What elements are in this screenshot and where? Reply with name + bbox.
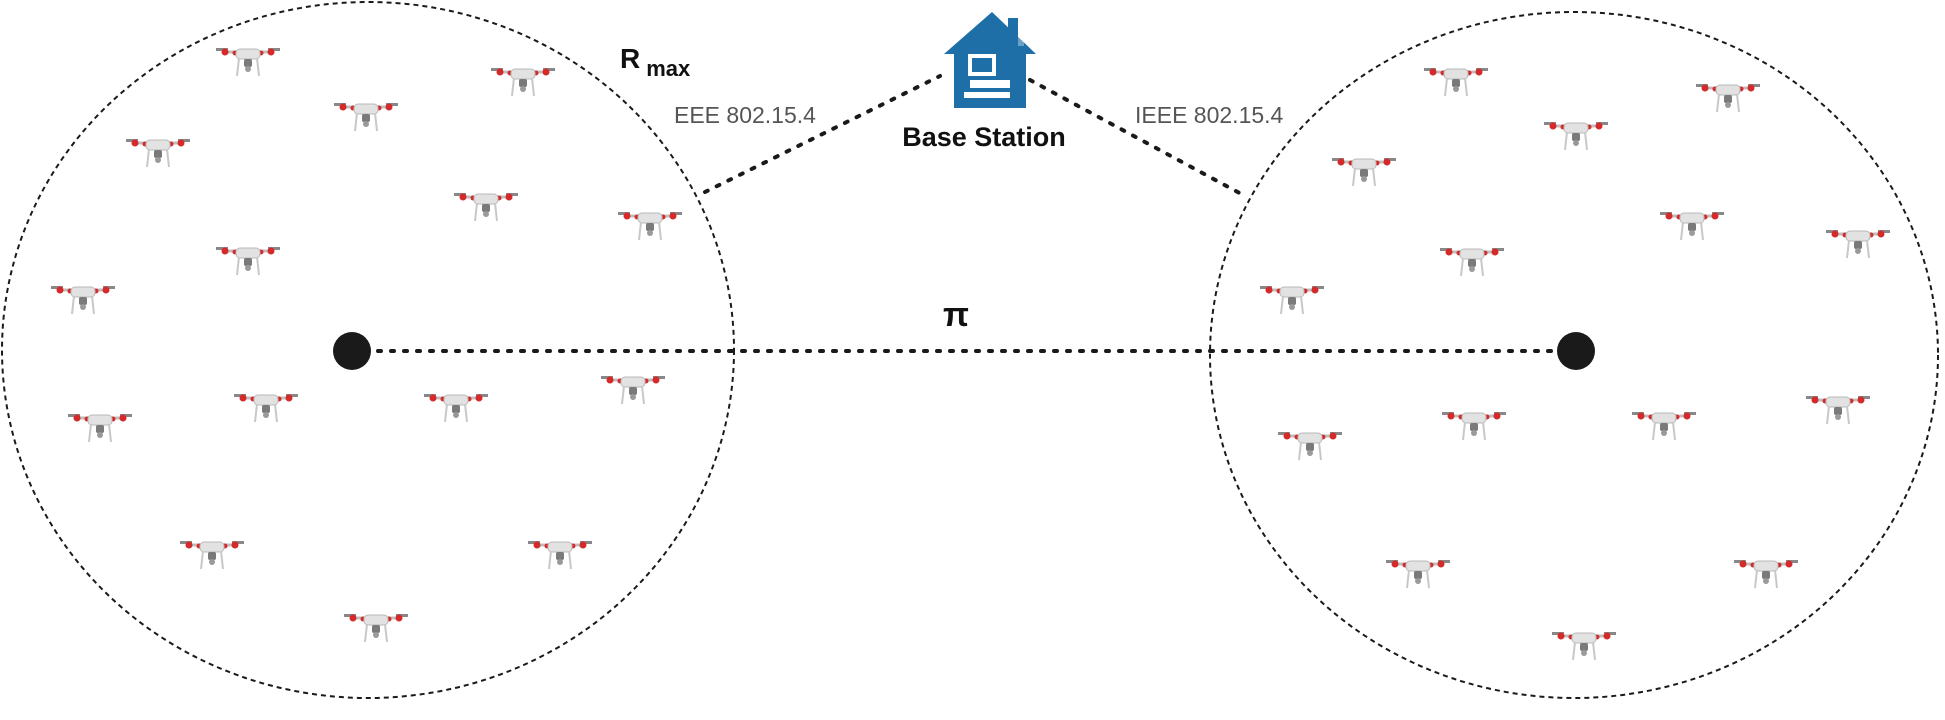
drone-icon [1438,246,1506,278]
drone-icon [599,374,667,406]
drone-icon [214,46,282,78]
drone-icon [1550,630,1618,662]
drone-icon [1630,410,1698,442]
right-station-link [1028,78,1247,198]
right-coverage-circle [1209,11,1939,699]
drone-icon [1384,558,1452,590]
left-link-label: EEE 802.15.4 [674,102,816,128]
drone-icon [124,137,192,169]
drone-icon [616,210,684,242]
drone-icon [1824,228,1892,260]
base-station-label: Base Station [902,122,1066,152]
drone-icon [1440,410,1508,442]
left-station-link [703,74,942,194]
drone-icon [232,392,300,424]
left-cluster-center-node [333,332,371,370]
drone-icon [1542,120,1610,152]
drone-icon [1330,156,1398,188]
drone-icon [49,284,117,316]
left-coverage-circle [1,1,735,699]
drone-icon [1276,430,1344,462]
drone-icon [1732,558,1800,590]
drone-icon [332,101,400,133]
base-station-icon [944,12,1036,108]
right-cluster-center-node [1557,332,1595,370]
drone-icon [1694,82,1762,114]
drone-icon [1804,394,1872,426]
drone-icon [452,191,520,223]
drone-icon [1422,66,1490,98]
drone-icon [489,66,557,98]
drone-icon [1258,284,1326,316]
drone-icon [526,539,594,571]
right-link-label: IEEE 802.15.4 [1135,102,1284,128]
drone-icon [422,392,490,424]
drone-icon [178,539,246,571]
pi-label: π [943,296,969,334]
drone-icon [214,245,282,277]
drone-icon [1658,210,1726,242]
drone-icon [342,612,410,644]
drone-icon [66,412,134,444]
